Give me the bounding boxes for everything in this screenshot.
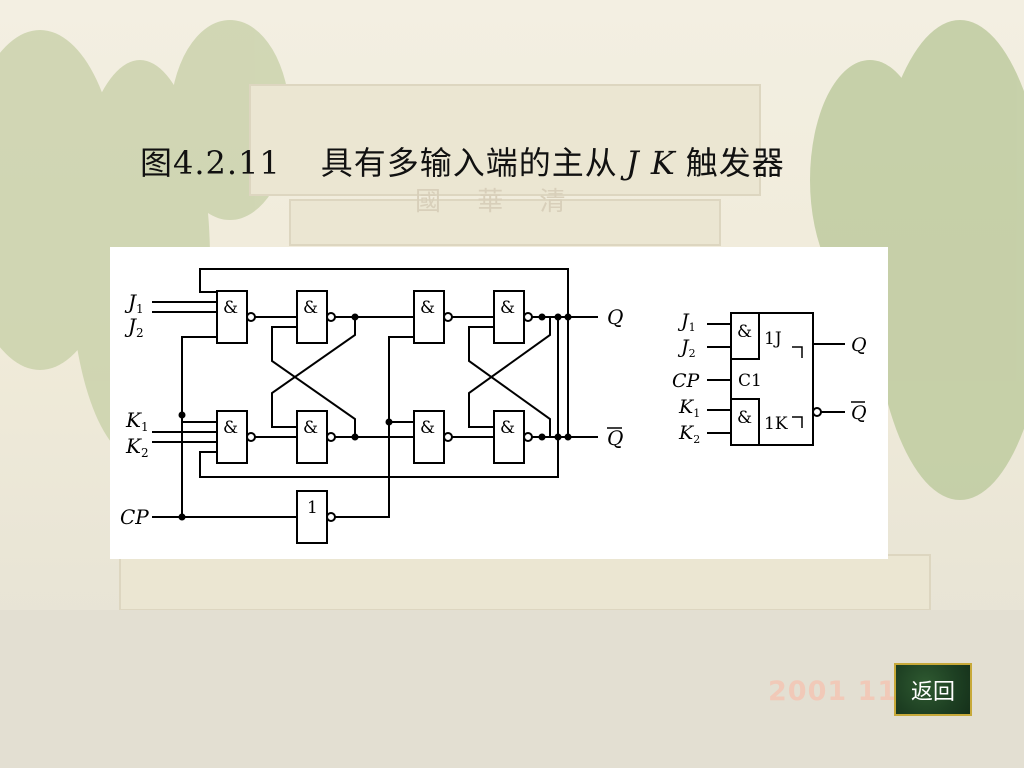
and-symbol-g6: & <box>420 418 435 438</box>
symbol-cp-label: CP <box>672 370 701 392</box>
output-qbar-label: Q <box>607 426 623 450</box>
figure-caption-suffix: 触发器 <box>685 144 785 182</box>
gate-sign: 國 華 清 <box>415 187 580 217</box>
input-k1-label: K1 <box>125 408 149 434</box>
figure-number: 图4.2.11 <box>140 144 281 182</box>
symbol-j1-label: J1 <box>677 310 696 334</box>
symbol-k1-label: K1 <box>678 396 700 420</box>
symbol-and-top: & <box>737 322 752 342</box>
jk-flip-flop-symbol <box>707 312 845 446</box>
symbol-qbar-label: Q <box>851 402 867 424</box>
figure-caption: 具有多输入端的主从 <box>320 144 618 182</box>
back-button[interactable]: 返回 <box>894 663 972 716</box>
symbol-k2-label: K2 <box>678 422 700 446</box>
junction-dots <box>178 313 572 521</box>
date-stamp: 2001 11 <box>768 676 898 707</box>
and-symbol-g8: & <box>500 418 515 438</box>
input-j2-label: J2 <box>124 314 144 340</box>
input-cp-label: CP <box>120 505 149 529</box>
not-symbol: 1 <box>307 498 318 518</box>
and-symbol-g3: & <box>303 298 318 318</box>
gate-structure <box>119 84 931 611</box>
diagram-panel: & & & & & & & & 1 <box>110 247 888 559</box>
circuit-wires <box>152 268 598 518</box>
circuit-diagram: & & & & & & & & 1 <box>120 268 867 544</box>
and-symbol-g7: & <box>500 298 515 318</box>
input-j1-label: J1 <box>124 290 144 316</box>
symbol-q-label: Q <box>851 334 867 356</box>
trees-right <box>810 20 1024 500</box>
and-symbol-g1: & <box>223 298 238 318</box>
symbol-1j-label: 1J <box>764 329 782 349</box>
and-symbol-g2: & <box>223 418 238 438</box>
ground <box>0 610 1024 768</box>
symbol-j2-label: J2 <box>677 336 696 360</box>
figure-caption-jk: J K <box>625 144 676 182</box>
symbol-c1-label: C1 <box>738 371 762 391</box>
symbol-and-bottom: & <box>737 408 752 428</box>
symbol-1k-label: 1K <box>764 414 788 434</box>
output-q-label: Q <box>607 305 623 329</box>
input-k2-label: K2 <box>125 434 149 460</box>
and-symbol-g4: & <box>303 418 318 438</box>
and-symbol-g5: & <box>420 298 435 318</box>
